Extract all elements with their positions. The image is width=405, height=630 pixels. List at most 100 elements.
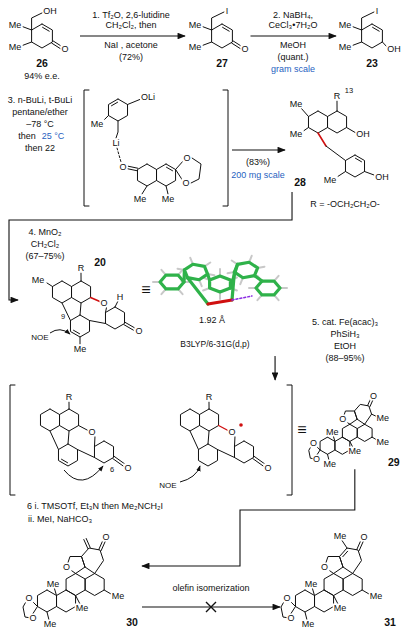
atom-label: O [359,533,368,542]
condition-text: 6 i. TMSOTf, Et₃N then Me₂NCH₂I [26,501,164,511]
atom-label: Me [43,620,58,629]
atom-label: OH [42,7,58,16]
condition-text: 4. MnO₂ [27,227,62,237]
equivalence-sign: ≡ [140,281,151,299]
bond-line [81,273,82,281]
atom-label: OH [374,173,390,182]
condition-text: (67–75%) [24,251,65,261]
atom-label: Me [369,592,384,601]
new-bond [318,133,326,146]
atom-label: Me [289,100,304,109]
atom-label: Me [188,43,203,52]
ring-bond [70,315,89,337]
curly-arrow [50,330,70,334]
equivalence-sign: ≡ [296,421,307,439]
atom-label: O [134,327,143,336]
carbon-stick [232,272,234,300]
bond-line [128,99,141,105]
bracket [223,90,228,206]
ring-bond [58,444,77,466]
compound-number: 23 [365,58,379,69]
atom-label: Me [333,532,348,541]
atom-label: O [62,563,71,572]
condition-text: NaI , acetone [103,40,159,50]
atom-label: OLi [140,93,156,102]
condition-text: ii. MeI, NaHCO₃ [27,514,93,524]
condition-text: then 22 [24,143,56,153]
bond-line [78,450,95,458]
atom-label: O [227,428,236,437]
ring-bond [212,24,233,48]
coordination-bond [117,148,121,162]
atom-label: O [282,594,291,603]
locant-number: 13 [344,87,354,95]
double-bond [84,540,88,549]
atom-label: O [123,464,132,473]
double-bond [99,540,103,549]
bond-line [201,26,212,30]
bond-line [212,12,224,30]
curly-arrow [180,466,200,482]
atom-label: Me [323,459,338,468]
atom-label: R [65,393,74,402]
noe-label: NOE [30,334,49,342]
ring-bond [362,24,383,48]
cross-mark [206,602,216,612]
double-bond [166,167,172,171]
double-bond [111,102,117,106]
carbon-stick [160,275,184,289]
ring-bond [137,164,156,186]
condition-text: then [17,131,37,141]
compound: 28R13OHMeMeMeOH [285,86,402,192]
bond-line [337,101,338,111]
ring-bond [200,409,219,431]
condition-text: B3LYP/6-31G(d,p) [179,340,250,350]
bond-line [326,146,345,161]
ring-bond [94,441,113,463]
bond-line [166,186,168,194]
carbon-stick [210,276,231,292]
ring-bond [357,424,372,441]
atom-label: Me [111,592,126,601]
ring-bond [180,409,199,431]
compound: 30OOOOMeMeMeMe [22,527,142,630]
bond-line [82,548,104,574]
atom-label: R [333,92,342,101]
bracket [10,385,15,495]
double-bond [223,27,230,31]
reaction-arrow [9,192,292,300]
condition-text: 3. n-BuLi, t-BuLi [7,95,74,105]
noe-label: NOE [158,482,177,490]
atom-label: I [375,7,380,16]
curly-arrow [64,466,103,480]
atom-label: Me [73,345,88,354]
double-bond [232,43,241,49]
ring-bond [37,590,56,612]
double-bond [43,27,50,31]
locant-number: 9 [60,313,66,321]
scale-note: gram scale [270,64,316,74]
reagent-label: 1. Tf₂O, 2,6-lutidine CH₂Cl₂, then [80,10,182,31]
atom-label: R [205,393,214,402]
ring-bond [66,574,85,596]
double-bond [52,43,61,49]
bond-line [201,42,212,46]
ring-bond [72,281,91,303]
scale-note: 25 °C [41,131,66,141]
double-bond [73,330,79,334]
ring-bond [85,574,104,596]
condition-text: MeOH [279,40,307,50]
bond-line [301,108,308,117]
atom-label: H [116,293,125,302]
bond-line [208,431,209,444]
double-bond [128,166,137,168]
atom-label: O [181,179,190,188]
atom-label: O [240,45,249,54]
reaction-arrow [232,149,285,150]
locant-number: 6 [109,466,115,474]
compound-number: 26 [35,58,49,69]
ring-bond [308,111,327,133]
atom-label: O [60,45,69,54]
atom-label: O [338,415,347,424]
atom-label: O [286,614,295,623]
